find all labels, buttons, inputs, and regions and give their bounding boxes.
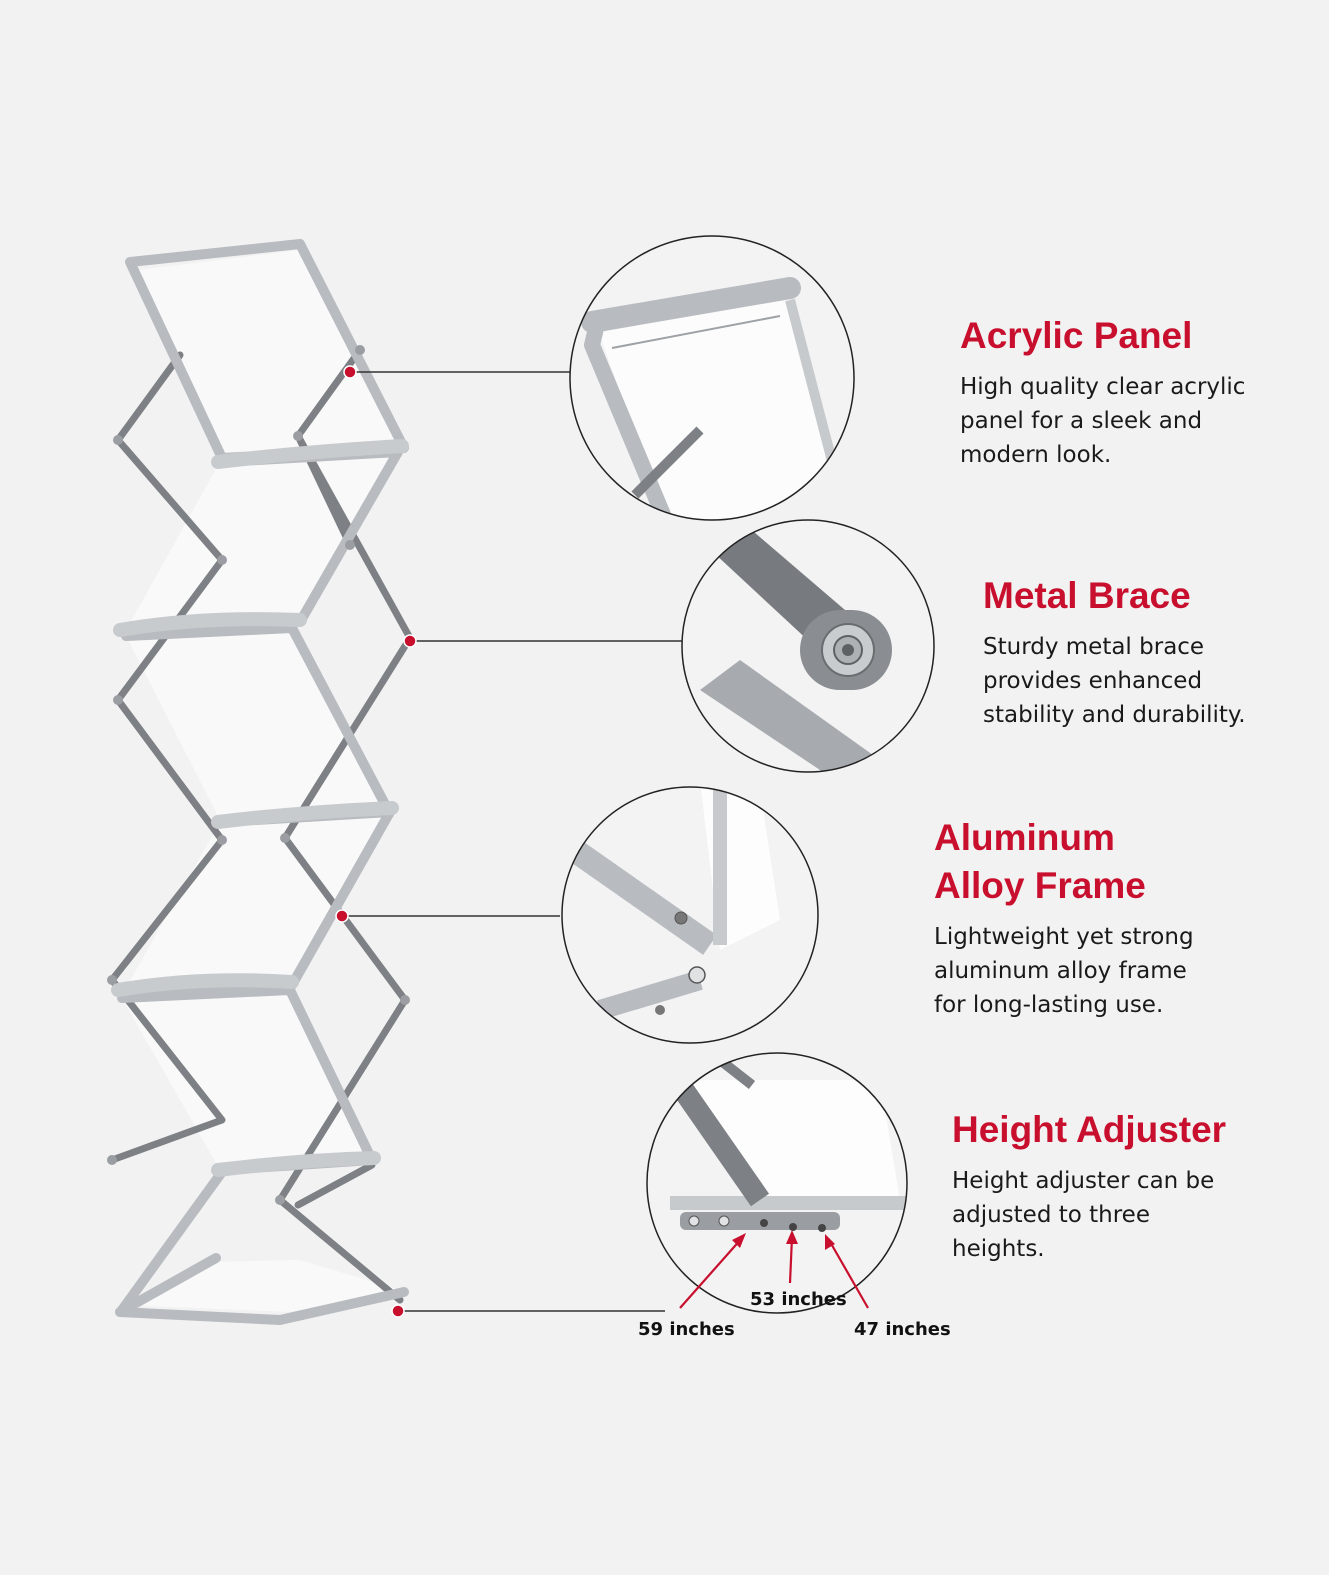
height-label-59: 59 inches [638, 1319, 735, 1340]
feature-title: Aluminum Alloy Frame [934, 817, 1146, 906]
height-label-47: 47 inches [854, 1319, 951, 1340]
feature-description: High quality clear acrylic panel for a s… [960, 374, 1246, 468]
detail-circle-aluminum-frame [561, 786, 819, 1044]
feature-description: Sturdy metal brace provides enhanced sta… [983, 634, 1246, 728]
feature-metal-brace: Metal Brace Sturdy metal brace provides … [983, 572, 1246, 732]
height-arrows [679, 1230, 869, 1309]
feature-description: Height adjuster can be adjusted to three… [952, 1168, 1215, 1262]
callout-lines [342, 371, 682, 1312]
brochure-stand [107, 239, 414, 1325]
pocket-lips [111, 439, 409, 1177]
detail-circle-metal-brace [681, 519, 935, 773]
feature-title: Acrylic Panel [960, 315, 1193, 356]
feature-height-adjuster: Height Adjuster Height adjuster can be a… [952, 1106, 1226, 1266]
feature-title: Height Adjuster [952, 1109, 1227, 1150]
feature-description: Lightweight yet strong aluminum alloy fr… [934, 924, 1194, 1018]
feature-title: Metal Brace [983, 575, 1191, 616]
feature-aluminum-frame: Aluminum Alloy Frame Lightweight yet str… [934, 814, 1194, 1022]
pivot-rivets [107, 345, 410, 1205]
callout-dots [335, 365, 417, 1318]
detail-circle-height-adjuster [646, 1052, 908, 1314]
detail-circle-acrylic-panel [569, 235, 855, 521]
feature-acrylic-panel: Acrylic Panel High quality clear acrylic… [960, 312, 1245, 472]
height-label-53: 53 inches [750, 1289, 847, 1310]
